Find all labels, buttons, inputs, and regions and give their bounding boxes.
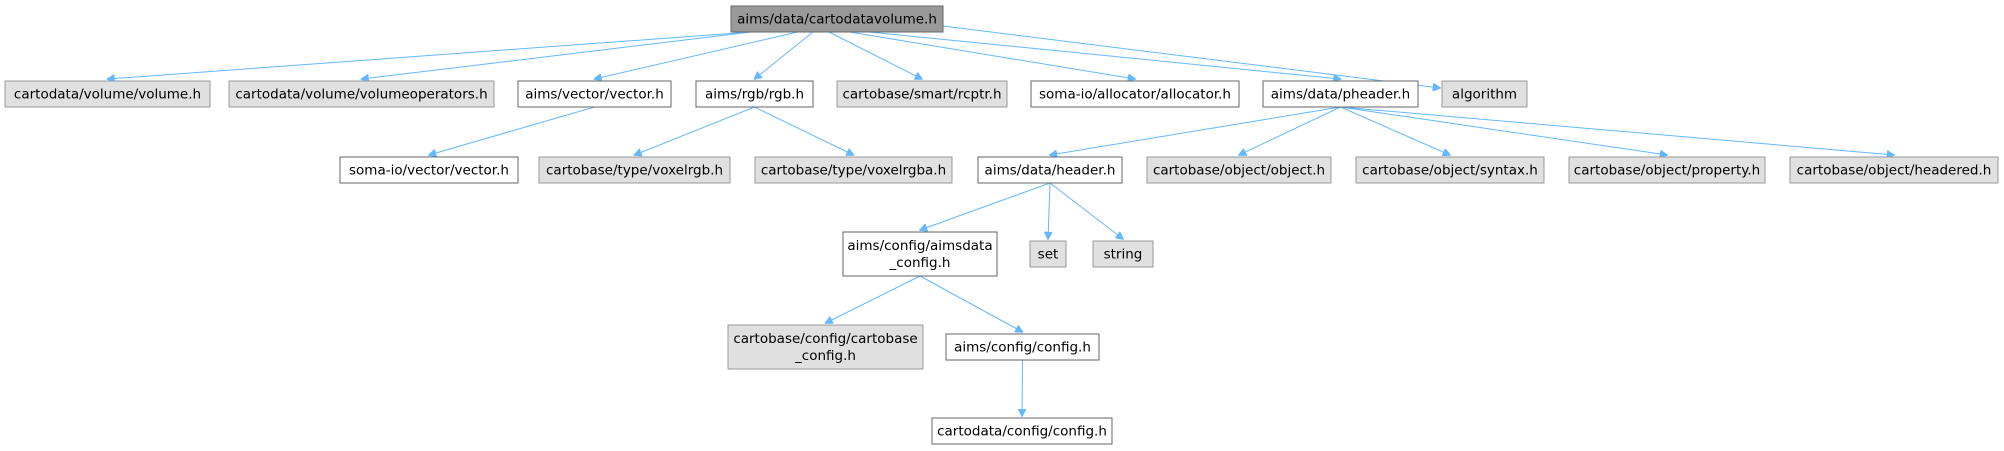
node-cartobase-config-h: cartobase/config/cartobase_config.h: [727, 324, 924, 370]
edge-pheader_h-to-headered_h: [1340, 106, 1895, 155]
node-label: cartobase/object/headered.h: [1797, 163, 1992, 179]
node-label: aims/rgb/rgb.h: [705, 87, 804, 103]
node-voxelrgba-h: cartobase/type/voxelrgba.h: [754, 156, 953, 184]
edge-root-to-allocator_h: [849, 31, 1135, 79]
edge-aims_vector_h-to-somaio_vector_h: [429, 106, 595, 155]
node-box: [730, 5, 944, 33]
node-label: aims/data/header.h: [985, 163, 1116, 179]
node-box: [1355, 156, 1545, 184]
node-label: cartodata/config/config.h: [937, 424, 1107, 440]
node-box: [538, 156, 731, 184]
edge-root-to-volume_h: [108, 31, 752, 79]
node-label: aims/config/config.h: [954, 340, 1091, 356]
node-algorithm: algorithm: [1441, 80, 1528, 108]
node-cartodata-config-h[interactable]: cartodata/config/config.h: [931, 417, 1113, 445]
node-label: set: [1038, 247, 1059, 263]
node-label: cartobase/object/syntax.h: [1362, 163, 1538, 179]
node-label: soma-io/allocator/allocator.h: [1039, 87, 1231, 103]
node-label: cartobase/object/property.h: [1574, 163, 1760, 179]
node-box: [339, 156, 519, 184]
node-label: soma-io/vector/vector.h: [349, 163, 509, 179]
node-set: set: [1029, 240, 1067, 268]
node-box: [1441, 80, 1528, 108]
edge-layer: [108, 25, 1895, 416]
edge-aimsdata_config_h-to-aims_config_h: [919, 275, 1023, 332]
node-label: aims/config/aimsdata: [847, 238, 992, 254]
node-label: cartodata/volume/volume.h: [14, 87, 201, 103]
node-headered-h: cartobase/object/headered.h: [1789, 156, 1999, 184]
node-property-h: cartobase/object/property.h: [1568, 156, 1766, 184]
node-box: [1092, 240, 1154, 268]
node-box: [977, 156, 1123, 184]
node-box: [4, 80, 211, 108]
node-box: [517, 80, 672, 108]
node-label: cartodata/volume/volumeoperators.h: [235, 87, 487, 103]
node-label: cartobase/type/voxelrgba.h: [761, 163, 946, 179]
node-label: cartobase/smart/rcptr.h: [842, 87, 1001, 103]
edge-pheader_h-to-property_h: [1340, 106, 1668, 155]
edge-root-to-aims_vector_h: [595, 31, 798, 79]
node-rcptr-h: cartobase/smart/rcptr.h: [836, 80, 1008, 108]
edge-header_h-to-string: [1049, 182, 1123, 239]
node-box: [1789, 156, 1999, 184]
node-string: string: [1092, 240, 1154, 268]
node-allocator-h[interactable]: soma-io/allocator/allocator.h: [1030, 80, 1240, 108]
edge-pheader_h-to-object_h: [1239, 106, 1341, 155]
node-object-h: cartobase/object/object.h: [1146, 156, 1332, 184]
node-aimsdata-config-h[interactable]: aims/config/aimsdata_config.h: [842, 231, 998, 277]
edge-header_h-to-set: [1048, 182, 1050, 239]
node-label: string: [1104, 247, 1143, 263]
node-box: [1030, 80, 1240, 108]
node-box: [754, 156, 953, 184]
node-aims-config-h[interactable]: aims/config/config.h: [945, 333, 1100, 361]
node-box: [945, 333, 1100, 361]
node-box: [727, 324, 924, 370]
node-aims-rgb-h[interactable]: aims/rgb/rgb.h: [695, 80, 814, 108]
edge-root-to-rcptr_h: [828, 31, 922, 79]
node-label: aims/vector/vector.h: [525, 87, 664, 103]
node-root: aims/data/cartodatavolume.h: [730, 5, 944, 33]
edge-pheader_h-to-header_h: [1050, 106, 1341, 155]
edge-root-to-pheader_h: [869, 31, 1340, 79]
node-box: [842, 231, 998, 277]
node-label: algorithm: [1452, 87, 1517, 103]
node-label: _config.h: [794, 348, 856, 364]
edge-aims_rgb_h-to-voxelrgb_h: [635, 106, 755, 155]
node-volumeoperators-h: cartodata/volume/volumeoperators.h: [228, 80, 495, 108]
node-aims-vector-h[interactable]: aims/vector/vector.h: [517, 80, 672, 108]
edge-pheader_h-to-syntax_h: [1340, 106, 1451, 155]
node-pheader-h[interactable]: aims/data/pheader.h: [1262, 80, 1419, 108]
edge-root-to-algorithm: [942, 25, 1440, 88]
node-voxelrgb-h: cartobase/type/voxelrgb.h: [538, 156, 731, 184]
node-box: [836, 80, 1008, 108]
node-label: aims/data/cartodatavolume.h: [737, 12, 937, 28]
node-label: _config.h: [889, 255, 951, 271]
edge-root-to-volumeoperators_h: [362, 31, 752, 79]
node-box: [1568, 156, 1766, 184]
node-syntax-h: cartobase/object/syntax.h: [1355, 156, 1545, 184]
node-label: aims/data/pheader.h: [1271, 87, 1410, 103]
node-box: [1262, 80, 1419, 108]
edge-aims_config_h-to-cartodata_config_h: [1022, 359, 1023, 416]
edge-aims_rgb_h-to-voxelrgba_h: [754, 106, 854, 155]
node-header-h[interactable]: aims/data/header.h: [977, 156, 1123, 184]
node-layer: aims/data/cartodatavolume.h cartodata/vol…: [4, 5, 1999, 445]
edge-root-to-aims_rgb_h: [755, 31, 814, 79]
node-box: [228, 80, 495, 108]
node-box: [1029, 240, 1067, 268]
node-box: [931, 417, 1113, 445]
node-box: [1146, 156, 1332, 184]
node-volume-h: cartodata/volume/volume.h: [4, 80, 211, 108]
node-somaio-vector-h[interactable]: soma-io/vector/vector.h: [339, 156, 519, 184]
node-label: cartobase/config/cartobase: [733, 331, 917, 347]
node-label: cartobase/type/voxelrgb.h: [546, 163, 723, 179]
edge-header_h-to-aimsdata_config_h: [920, 182, 1051, 230]
edge-aimsdata_config_h-to-cartobase_config_h: [826, 275, 921, 323]
node-label: cartobase/object/object.h: [1153, 163, 1325, 179]
node-box: [695, 80, 814, 108]
